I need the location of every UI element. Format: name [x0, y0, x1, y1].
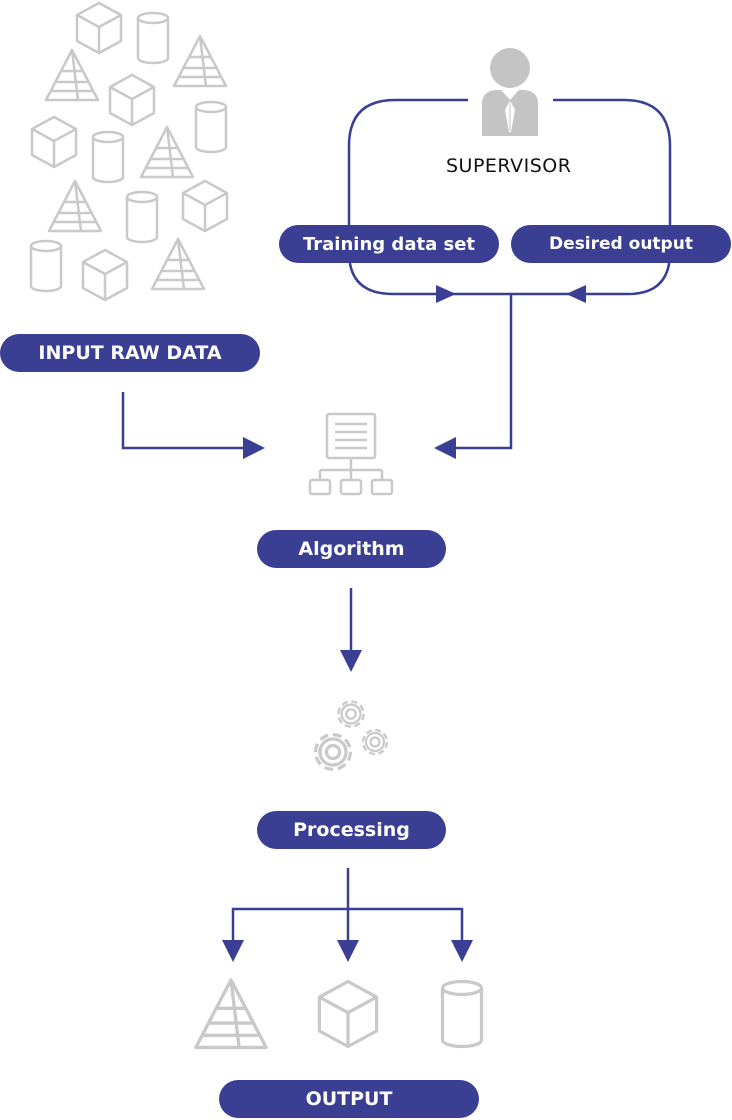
algorithm-label: Algorithm: [257, 530, 446, 568]
raw-data-shapes: [29, 1, 229, 302]
pyramid-icon: [139, 125, 195, 179]
processing-label: Processing: [257, 811, 446, 849]
supervisor-label: SUPERVISOR: [446, 155, 572, 177]
pyramid-icon: [194, 978, 268, 1050]
pyramid-icon: [150, 237, 206, 291]
connector-processing-to-outputs: [231, 868, 464, 940]
cube-icon: [317, 979, 379, 1049]
arrow-head: [436, 285, 456, 303]
cylinder-icon: [125, 190, 159, 244]
cylinder-icon: [136, 11, 170, 65]
cylinder-icon: [29, 239, 63, 293]
arrow-head: [243, 437, 265, 459]
gears-icon: [314, 700, 389, 771]
desired-output-label: Desired output: [511, 225, 731, 263]
arrow-head: [222, 940, 244, 962]
arrow-head: [337, 940, 359, 962]
cylinder-icon: [440, 979, 484, 1049]
cube-icon: [108, 73, 156, 127]
arrow-head: [566, 285, 586, 303]
pyramid-icon: [172, 34, 228, 88]
arrow-head: [434, 437, 456, 459]
cube-icon: [81, 248, 129, 302]
pyramid-icon: [47, 179, 103, 233]
arrow-head: [340, 650, 362, 672]
training-data-set-label: Training data set: [279, 225, 499, 263]
cube-icon: [75, 1, 123, 55]
cube-icon: [30, 115, 78, 169]
arrow-head: [451, 940, 473, 962]
cube-icon: [181, 179, 229, 233]
connector-supervisor-to-algorithm: [452, 294, 513, 450]
input-raw-data-label: INPUT RAW DATA: [0, 334, 260, 372]
person-icon: [482, 48, 538, 136]
hierarchy-document-icon: [308, 412, 394, 496]
connector-input-to-algorithm: [121, 392, 245, 450]
output-label: OUTPUT: [219, 1080, 479, 1118]
pyramid-icon: [44, 48, 100, 102]
cylinder-icon: [194, 100, 228, 154]
output-shapes: [194, 978, 484, 1050]
cylinder-icon: [91, 130, 125, 184]
